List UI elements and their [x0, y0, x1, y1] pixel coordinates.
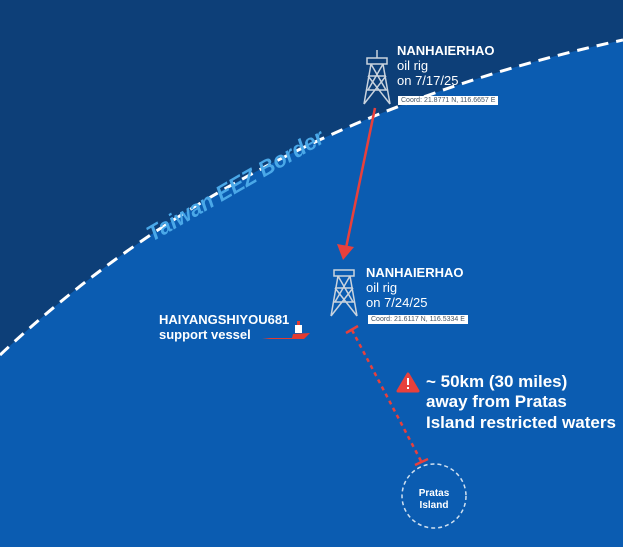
movement-arrow: [337, 107, 377, 260]
taiwan-eez-region: [0, 0, 623, 355]
rig-date: on 7/17/25: [397, 72, 459, 88]
warning-icon: [396, 372, 420, 393]
rig-label-after: NANHAIERHAO oil rig on 7/24/25: [366, 265, 464, 311]
ship-icon: [262, 321, 310, 339]
vessel-name: HAIYANGSHIYOU681: [159, 312, 290, 327]
distance-line: [345, 324, 429, 467]
island-name-line2: Island: [419, 500, 449, 511]
pratas-island-label: Pratas Island: [402, 488, 466, 512]
distance-note: ~ 50km (30 miles) away from Pratas Islan…: [426, 372, 616, 433]
rig-name: NANHAIERHAO: [366, 265, 464, 280]
rig-coord-before: Coord: 21.8771 N, 116.6657 E: [398, 96, 499, 105]
rig-label-before: NANHAIERHAO oil rig on 7/17/25: [397, 43, 495, 89]
rig-type: oil rig: [366, 279, 398, 295]
island-name-line1: Pratas: [418, 488, 450, 499]
oil-rig-icon: [330, 269, 358, 317]
vessel-label: HAIYANGSHIYOU681 support vessel: [159, 312, 290, 343]
rig-type: oil rig: [397, 57, 429, 73]
vessel-type: support vessel: [159, 326, 251, 342]
rig-coord-after: Coord: 21.6117 N, 116.5334 E: [368, 315, 468, 324]
rig-name: NANHAIERHAO: [397, 43, 495, 58]
distance-note-line3: Island restricted waters: [426, 412, 616, 432]
oil-rig-icon: [363, 50, 391, 105]
distance-note-line2: away from Pratas: [426, 392, 567, 412]
pratas-island-boundary: [401, 463, 467, 529]
rig-date: on 7/24/25: [366, 294, 428, 310]
eez-border-line: [0, 38, 623, 357]
distance-note-line1: ~ 50km (30 miles): [426, 372, 568, 391]
